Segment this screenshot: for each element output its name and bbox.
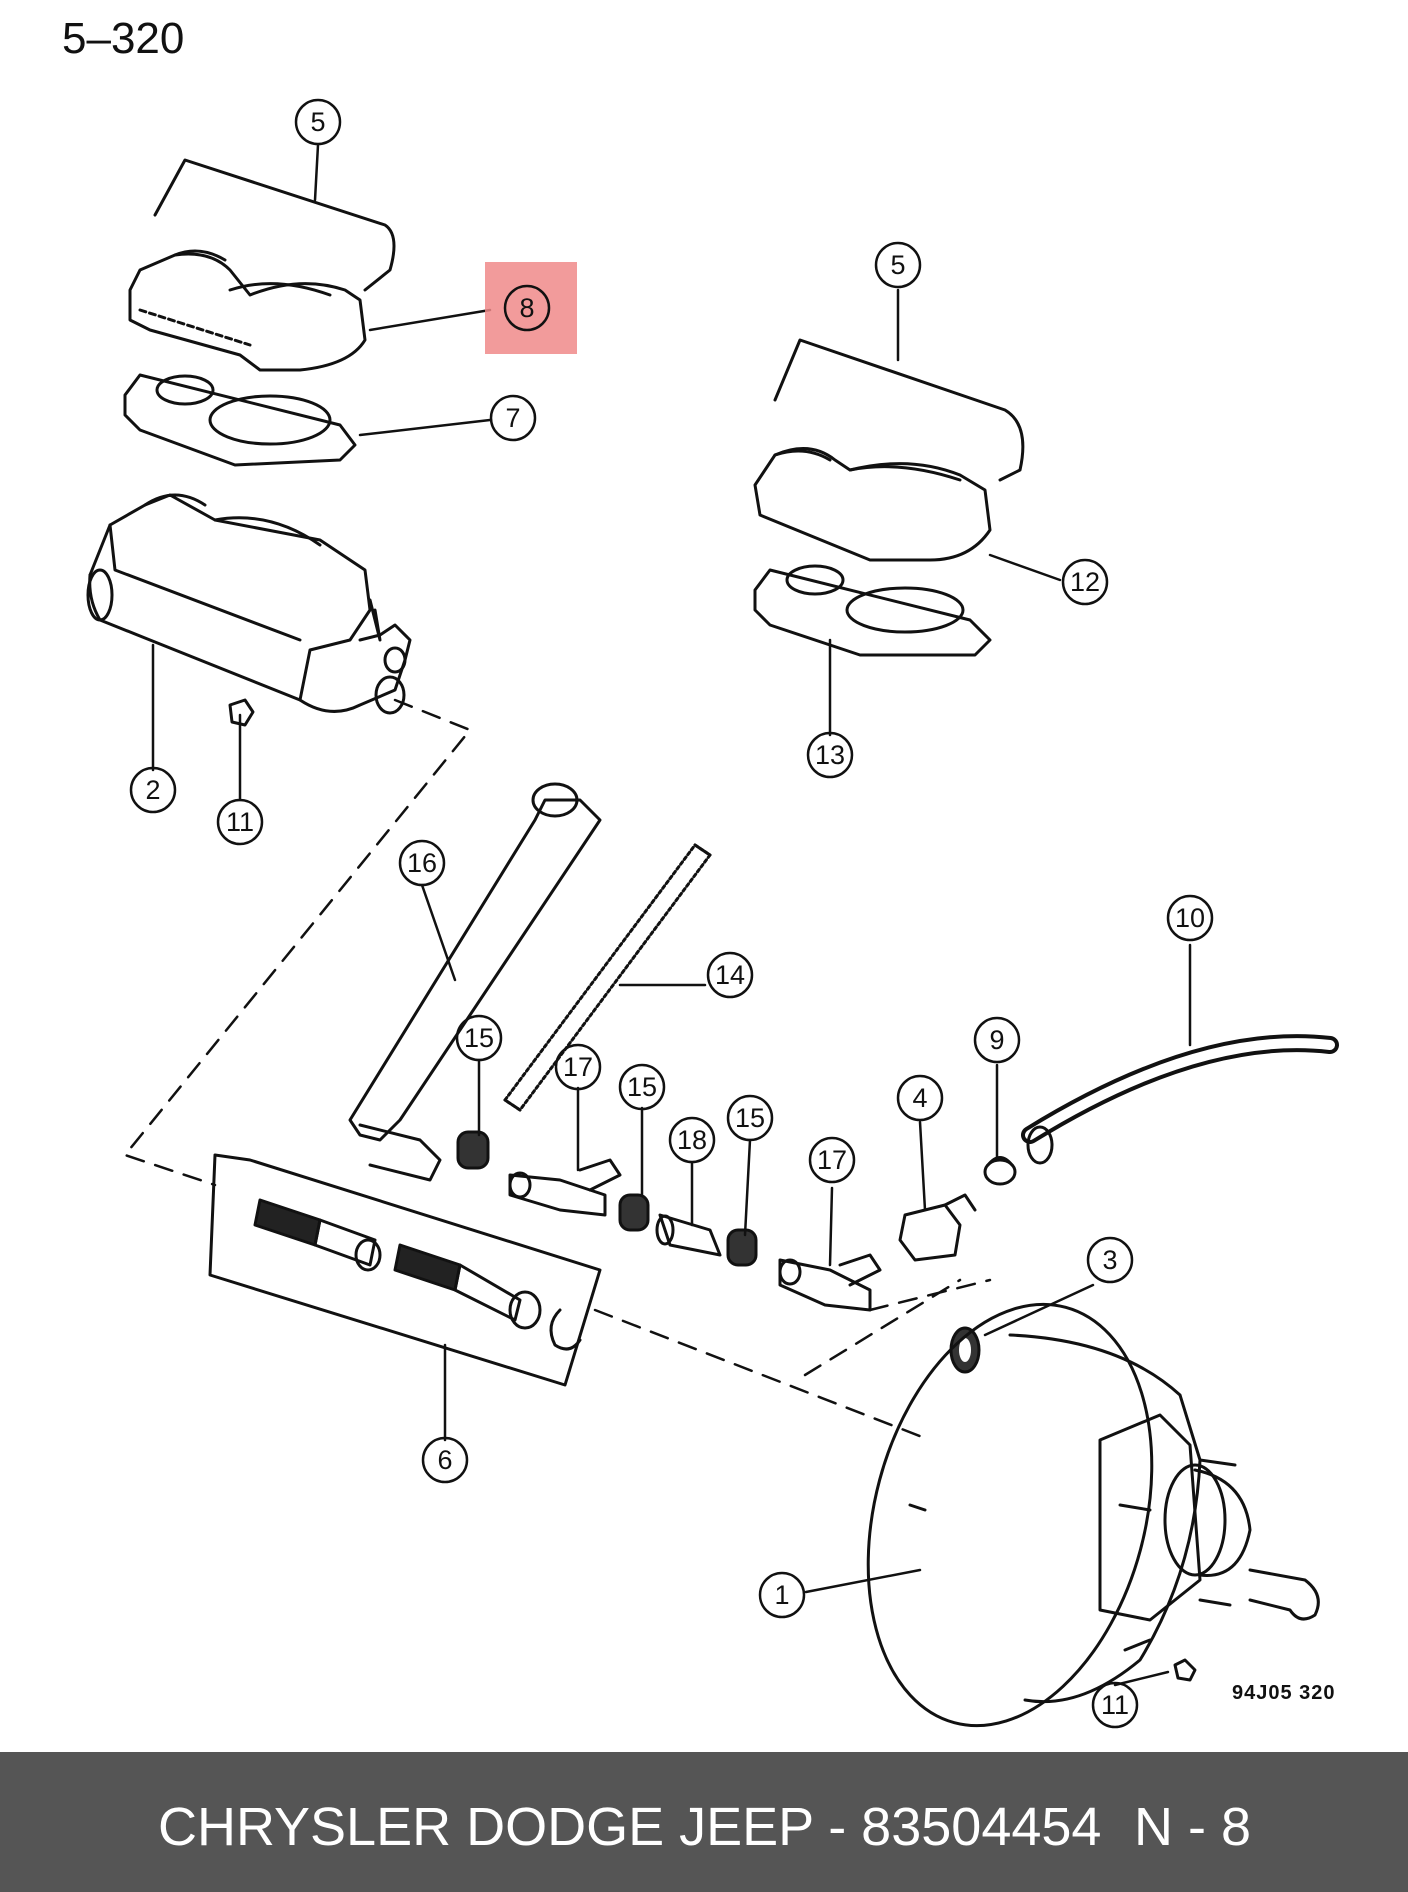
callout-17: 17: [808, 1136, 856, 1184]
callout-2: 2: [129, 766, 177, 814]
callout-circle: [216, 798, 264, 846]
callout-label: 13: [815, 740, 845, 770]
nut-part-11-left: [228, 698, 255, 727]
callout-circle: [706, 951, 754, 999]
callout-circle: [1166, 894, 1214, 942]
seal-kit-part-6: [208, 1153, 602, 1387]
callout-circle: [294, 98, 342, 146]
hose-clamp-part-9: [983, 1156, 1017, 1186]
callout-label: 4: [912, 1083, 927, 1113]
callout-circle: [726, 1094, 774, 1142]
callout-16: 16: [398, 839, 446, 887]
callout-label: 15: [464, 1023, 494, 1053]
callout-label: 7: [505, 403, 520, 433]
callout-7: 7: [489, 394, 537, 442]
figure-code: 94J05 320: [1232, 1682, 1336, 1704]
callout-circle: [421, 1436, 469, 1484]
callout-label: 2: [145, 775, 160, 805]
callout-circle: [668, 1116, 716, 1164]
callout-circle: [618, 1063, 666, 1111]
callout-9: 9: [973, 1016, 1021, 1064]
callout-5: 5: [294, 98, 342, 146]
callout-14: 14: [706, 951, 754, 999]
callout-label: 11: [226, 807, 254, 837]
tee-fitting-part-17-a: [508, 1158, 622, 1217]
callout-label: 12: [1070, 567, 1100, 597]
callout-15: 15: [618, 1063, 666, 1111]
callout-circle: [973, 1016, 1021, 1064]
callout-label: 8: [519, 293, 534, 323]
callout-label: 17: [817, 1145, 847, 1175]
callout-label: 5: [310, 107, 325, 137]
callout-6: 6: [421, 1436, 469, 1484]
callout-label: 17: [563, 1052, 593, 1082]
callout-17: 17: [554, 1043, 602, 1091]
callout-10: 10: [1166, 894, 1214, 942]
elbow-fitting-part-4: [898, 1193, 977, 1262]
callout-label: 10: [1175, 903, 1205, 933]
callout-circle: [806, 731, 854, 779]
brake-booster-part-1: [866, 1302, 1320, 1728]
reservoir-cover-part-12: [753, 447, 992, 562]
callout-label: 18: [677, 1125, 707, 1155]
hose-clamp-part-15-a: [456, 1130, 490, 1170]
callout-4: 4: [896, 1074, 944, 1122]
callout-3: 3: [1086, 1236, 1134, 1284]
callout-circle: [554, 1043, 602, 1091]
page-code: 5–320: [62, 14, 185, 63]
callout-8: 8: [503, 284, 551, 332]
callout-15: 15: [455, 1014, 503, 1062]
part-number-title: CHRYSLER DODGE JEEP - 83504454: [158, 1797, 1102, 1857]
footer-bar: CHRYSLER DODGE JEEP - 83504454 N - 8: [0, 1752, 1408, 1892]
reservoir-gasket-part-13: [753, 564, 992, 657]
reservoir-cover-part-8: [128, 249, 367, 372]
callout-circle: [455, 1014, 503, 1062]
retaining-wire-top-left: [153, 158, 396, 292]
callout-label: 6: [437, 1445, 452, 1475]
connector-part-18: [655, 1213, 722, 1257]
callout-circle: [129, 766, 177, 814]
callout-circle: [1061, 558, 1109, 606]
callout-circle: [1091, 1681, 1139, 1729]
callout-label: 11: [1101, 1690, 1129, 1720]
callout-label: 15: [627, 1072, 657, 1102]
callout-circle: [808, 1136, 856, 1184]
master-cylinder-part-2: [86, 493, 412, 715]
callout-label: 16: [407, 848, 437, 878]
callout-label: 5: [890, 250, 905, 280]
callout-circle: [503, 284, 551, 332]
callout-circle: [489, 394, 537, 442]
callout-13: 13: [806, 731, 854, 779]
highlight-box: [485, 262, 577, 354]
callout-circle: [1086, 1236, 1134, 1284]
vacuum-line-part-10: [1021, 1034, 1339, 1144]
callout-label: 1: [774, 1580, 789, 1610]
callout-15: 15: [726, 1094, 774, 1142]
callout-label: 14: [715, 960, 745, 990]
hose-clamp-part-15-b: [618, 1193, 650, 1232]
callout-1: 1: [758, 1571, 806, 1619]
callout-11: 11: [216, 798, 264, 846]
callout-label: 15: [735, 1103, 765, 1133]
callout-12: 12: [1061, 558, 1109, 606]
spring-hose-part-14: [503, 843, 712, 1112]
callout-18: 18: [668, 1116, 716, 1164]
callout-label: 3: [1102, 1245, 1117, 1275]
vacuum-hose-part-16: [348, 798, 602, 1142]
callout-reference: N - 8: [1134, 1797, 1252, 1857]
callout-circle: [896, 1074, 944, 1122]
callout-circle: [874, 241, 922, 289]
callout-5: 5: [874, 241, 922, 289]
retaining-wire-top-right: [773, 338, 1025, 482]
callout-circle: [398, 839, 446, 887]
callout-11: 11: [1091, 1681, 1139, 1729]
reservoir-gasket-part-7: [123, 373, 357, 467]
callout-label: 9: [989, 1025, 1004, 1055]
hose-clamp-part-15-c: [726, 1228, 758, 1267]
callout-circle: [758, 1571, 806, 1619]
